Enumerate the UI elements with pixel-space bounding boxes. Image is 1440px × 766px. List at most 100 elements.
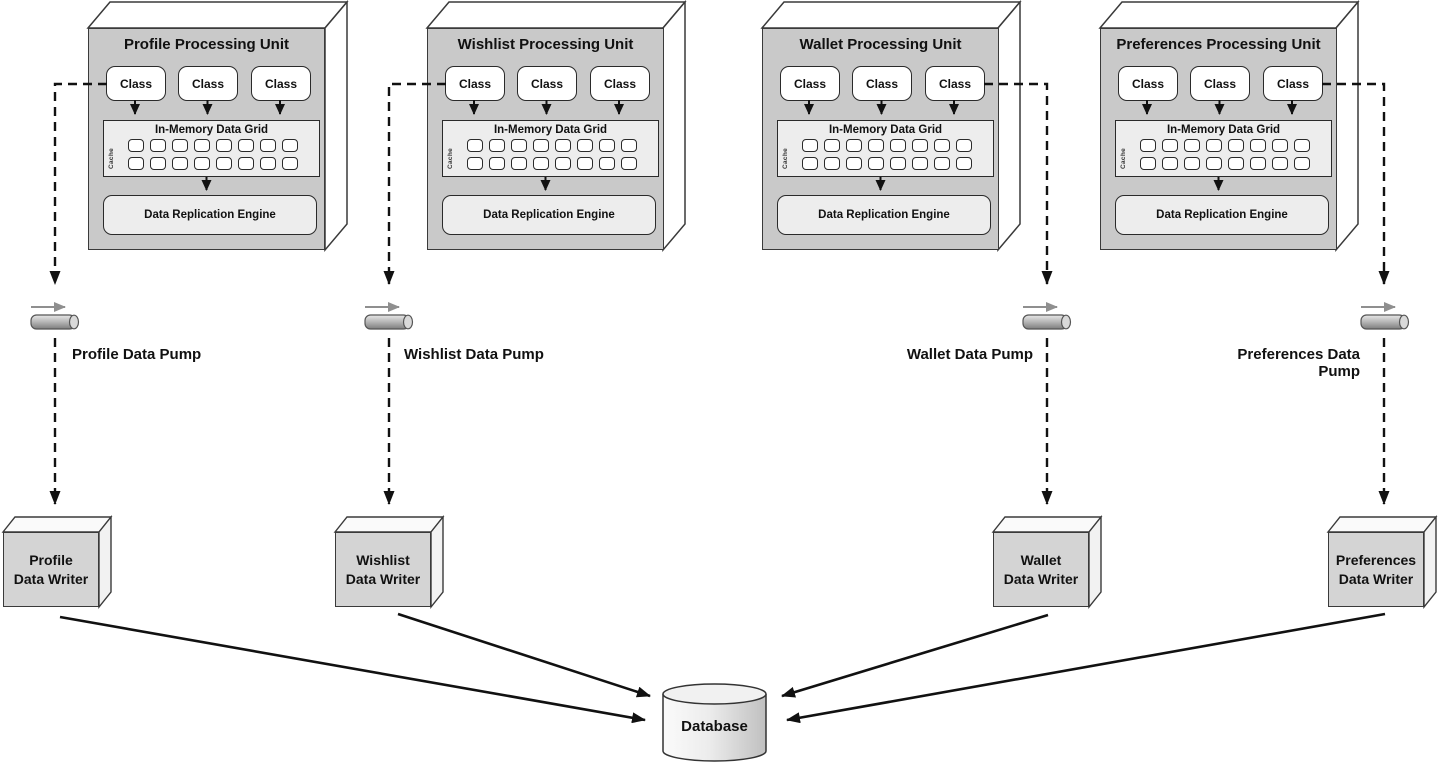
cache-cell xyxy=(912,139,928,152)
cache-cell xyxy=(824,157,840,170)
data-replication-engine: Data Replication Engine xyxy=(103,195,317,235)
cache-cell xyxy=(824,139,840,152)
cache-cell xyxy=(194,157,210,170)
cache-cell xyxy=(890,139,906,152)
cache-cell xyxy=(1272,139,1288,152)
cache-cell xyxy=(846,139,862,152)
cache-cell xyxy=(489,139,505,152)
grid-title: In-Memory Data Grid xyxy=(493,124,608,136)
cache-cell xyxy=(621,157,637,170)
preferences-data-writer: Preferences Data Writer xyxy=(1328,532,1424,607)
class-box: Class xyxy=(1118,66,1178,101)
cache-cell xyxy=(1162,139,1178,152)
cache-cell xyxy=(489,157,505,170)
cache-cell xyxy=(533,139,549,152)
profile-data-writer: Profile Data Writer xyxy=(3,532,99,607)
cache-cell xyxy=(238,139,254,152)
cache-cell xyxy=(934,157,950,170)
class-box: Class xyxy=(852,66,912,101)
cache-cells xyxy=(802,139,972,170)
cache-cell xyxy=(150,157,166,170)
wallet-processing-unit: Wallet Processing Unit Class Class Class… xyxy=(762,28,999,250)
data-replication-engine: Data Replication Engine xyxy=(777,195,991,235)
cache-cell xyxy=(956,139,972,152)
cache-cell xyxy=(912,157,928,170)
cache-cell xyxy=(577,157,593,170)
cache-cell xyxy=(216,157,232,170)
cache-label: Cache xyxy=(108,147,115,169)
cache-cell xyxy=(511,139,527,152)
cache-cell xyxy=(890,157,906,170)
cache-cell xyxy=(1184,157,1200,170)
cache-cell xyxy=(1184,139,1200,152)
cache-cell xyxy=(934,139,950,152)
cache-cell xyxy=(172,139,188,152)
data-replication-engine: Data Replication Engine xyxy=(1115,195,1329,235)
unit-title: Profile Processing Unit xyxy=(123,36,290,53)
cache-label: Cache xyxy=(782,147,789,169)
profile-data-pump-label: Profile Data Pump xyxy=(72,346,202,363)
preferences-data-pump-label: Preferences Data Pump xyxy=(1237,346,1360,380)
in-memory-data-grid: In-Memory Data Grid Cache xyxy=(1115,120,1332,177)
cache-cell xyxy=(1294,139,1310,152)
cache-cell xyxy=(282,157,298,170)
class-box: Class xyxy=(517,66,577,101)
wallet-data-pump-label: Wallet Data Pump xyxy=(906,346,1033,363)
cache-cell xyxy=(128,157,144,170)
grid-title: In-Memory Data Grid xyxy=(828,124,943,136)
cache-cell xyxy=(555,157,571,170)
wishlist-processing-unit: Wishlist Processing Unit Class Class Cla… xyxy=(427,28,664,250)
cache-cell xyxy=(1250,139,1266,152)
cache-cell xyxy=(1294,157,1310,170)
class-box: Class xyxy=(251,66,311,101)
cache-cell xyxy=(846,157,862,170)
cache-cell xyxy=(194,139,210,152)
cache-cell xyxy=(868,139,884,152)
data-pump-icons xyxy=(31,307,1409,329)
cache-label: Cache xyxy=(1120,147,1127,169)
cache-cell xyxy=(1140,139,1156,152)
cache-cell xyxy=(511,157,527,170)
class-box: Class xyxy=(106,66,166,101)
class-box: Class xyxy=(445,66,505,101)
wishlist-data-writer: Wishlist Data Writer xyxy=(335,532,431,607)
grid-title: In-Memory Data Grid xyxy=(1166,124,1281,136)
cache-cell xyxy=(150,139,166,152)
data-replication-engine: Data Replication Engine xyxy=(442,195,656,235)
database-label: Database xyxy=(681,718,748,735)
preferences-processing-unit: Preferences Processing Unit Class Class … xyxy=(1100,28,1337,250)
profile-processing-unit: Profile Processing Unit Class Class Clas… xyxy=(88,28,325,250)
unit-title: Wallet Processing Unit xyxy=(799,36,962,53)
database-cylinder xyxy=(662,683,767,762)
writer-3d-faces xyxy=(1,515,1438,609)
in-memory-data-grid: In-Memory Data Grid Cache xyxy=(777,120,994,177)
grid-title: In-Memory Data Grid xyxy=(154,124,269,136)
cache-cell xyxy=(260,139,276,152)
class-box: Class xyxy=(590,66,650,101)
unit-title: Wishlist Processing Unit xyxy=(457,36,634,53)
cache-cell xyxy=(216,139,232,152)
cache-cell xyxy=(467,139,483,152)
unit-title: Preferences Processing Unit xyxy=(1116,36,1321,53)
cache-cell xyxy=(599,139,615,152)
cache-cell xyxy=(555,139,571,152)
cache-cell xyxy=(1250,157,1266,170)
wallet-data-writer: Wallet Data Writer xyxy=(993,532,1089,607)
cache-cell xyxy=(1272,157,1288,170)
cache-label: Cache xyxy=(447,147,454,169)
cache-cell xyxy=(260,157,276,170)
class-box: Class xyxy=(1263,66,1323,101)
cache-cells xyxy=(128,139,298,170)
cache-cell xyxy=(533,157,549,170)
class-box: Class xyxy=(780,66,840,101)
cache-cell xyxy=(1228,139,1244,152)
cache-cell xyxy=(172,157,188,170)
in-memory-data-grid: In-Memory Data Grid Cache xyxy=(103,120,320,177)
cache-cell xyxy=(599,157,615,170)
pump-icon xyxy=(31,307,79,329)
cache-cell xyxy=(802,157,818,170)
cache-cell xyxy=(282,139,298,152)
class-box: Class xyxy=(178,66,238,101)
pump-icon xyxy=(1023,307,1071,329)
